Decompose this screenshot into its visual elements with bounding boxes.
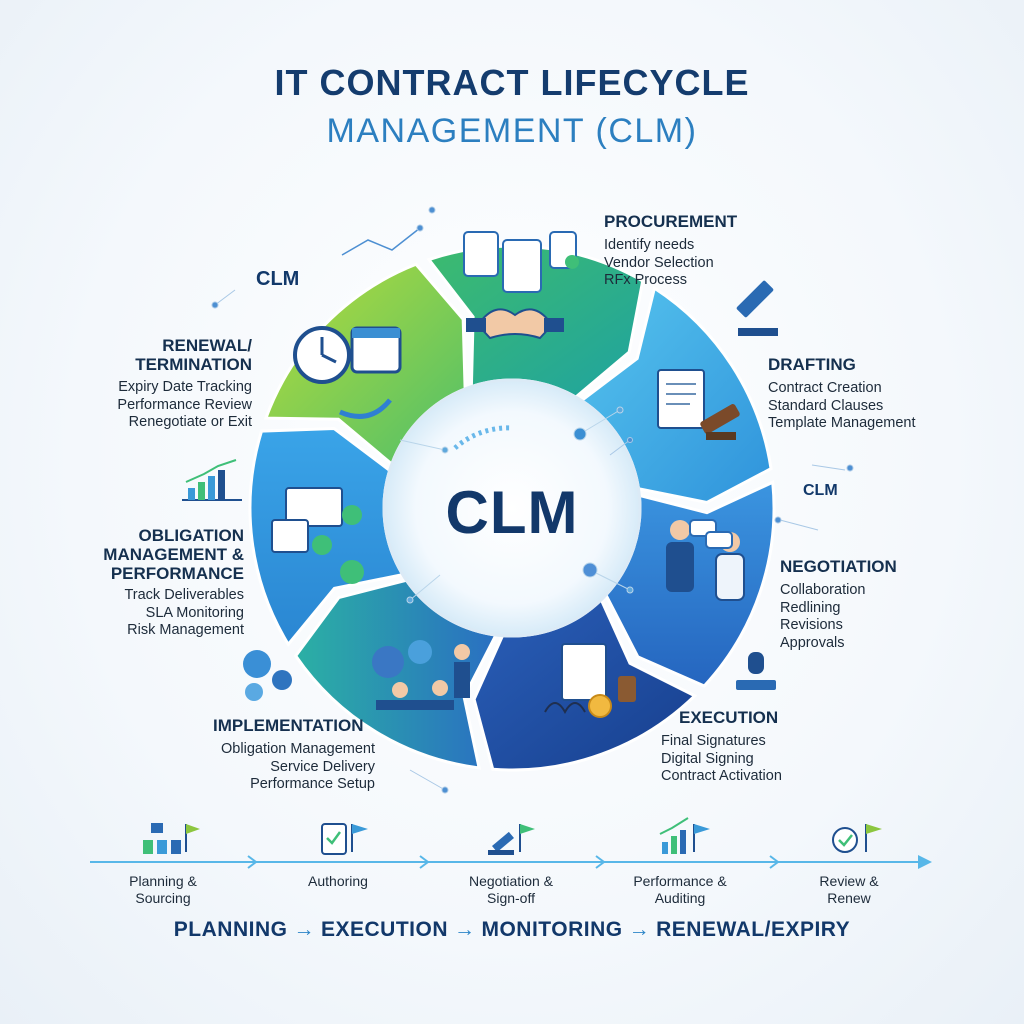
- title-line-2: MANAGEMENT (CLM): [326, 112, 698, 150]
- stage-title: OBLIGATION MANAGEMENT & PERFORMANCE: [80, 526, 244, 583]
- stage-implementation: IMPLEMENTATION Obligation Management Ser…: [175, 716, 375, 794]
- stage-item: Risk Management: [127, 622, 244, 638]
- stage-item: Digital Signing: [661, 750, 754, 767]
- timeline-step-authoring: Authoring: [278, 873, 398, 890]
- stage-item: Performance Setup: [250, 776, 375, 792]
- stamp-icon: [736, 652, 776, 690]
- stage-item: Template Management: [768, 415, 916, 431]
- stage-item: Service Delivery: [270, 758, 375, 775]
- timeline-label-line: Renew: [827, 890, 871, 906]
- performance-charts-icon: [271, 487, 364, 584]
- bar-chart-icon: [182, 459, 242, 501]
- phase-planning: PLANNING: [173, 918, 288, 941]
- stage-item: Revisions: [780, 617, 843, 633]
- stopwatch-calendar-icon: [293, 326, 402, 419]
- stage-item: Expiry Date Tracking: [118, 379, 252, 395]
- phase-renewal-expiry: RENEWAL/EXPIRY: [656, 918, 851, 941]
- stage-item: Collaboration: [780, 582, 866, 598]
- phase-summary: PLANNING→EXECUTION→MONITORING→RENEWAL/EX…: [0, 918, 1024, 942]
- timeline-label-line: Review &: [819, 873, 879, 889]
- negotiation-people-icon: [666, 519, 745, 601]
- timeline-label-line: Auditing: [654, 890, 706, 906]
- stage-obligation-management: OBLIGATION MANAGEMENT & PERFORMANCE Trac…: [80, 526, 244, 640]
- stage-item: RFx Process: [604, 272, 687, 288]
- clipboard-flag-icon: [321, 823, 368, 855]
- stage-item: Track Deliverables: [124, 587, 244, 603]
- team-gears-icon: [372, 640, 470, 710]
- phase-execution: EXECUTION: [320, 918, 448, 941]
- stage-item: Approvals: [780, 634, 845, 651]
- stage-item: Vendor Selection: [604, 254, 714, 271]
- stage-title: IMPLEMENTATION: [213, 716, 364, 735]
- stage-item: Final Signatures: [661, 733, 766, 749]
- gavel-flag-icon: [488, 824, 535, 855]
- org-chart-flag-icon: [143, 823, 200, 854]
- timeline-step-performance: Performance & Auditing: [620, 873, 740, 907]
- stage-renewal-termination: RENEWAL/ TERMINATION Expiry Date Trackin…: [88, 336, 252, 432]
- phase-monitoring: MONITORING: [481, 918, 623, 941]
- stage-item: Identify needs: [604, 237, 695, 253]
- stage-title: RENEWAL/ TERMINATION: [88, 336, 252, 374]
- handshake-icon: [463, 231, 579, 340]
- timeline-label-line: Planning &: [129, 873, 197, 889]
- stage-item: Performance Review: [117, 396, 252, 413]
- stage-item: Obligation Management: [221, 741, 375, 757]
- stage-title-line: PERFORMANCE: [110, 564, 244, 583]
- stage-item: Redlining: [780, 599, 841, 616]
- timeline-step-negotiation: Negotiation & Sign-off: [451, 873, 571, 907]
- stage-procurement: PROCUREMENT Identify needs Vendor Select…: [604, 212, 737, 290]
- stage-item: Renegotiate or Exit: [128, 414, 252, 430]
- stage-item: SLA Monitoring: [145, 604, 244, 621]
- gavel-icon: [736, 280, 778, 336]
- stage-title: EXECUTION: [679, 708, 779, 727]
- stage-item: Contract Creation: [768, 380, 882, 396]
- contract-pen-gavel-icon: [657, 369, 740, 440]
- clm-badge-right: CLM: [803, 482, 838, 499]
- timeline-label-line: Performance &: [633, 873, 727, 889]
- signature-seal-icon: [544, 643, 636, 718]
- arrow-icon: →: [453, 918, 476, 941]
- timeline-label-line: Sourcing: [135, 890, 191, 906]
- clm-badge-top-left: CLM: [256, 268, 300, 290]
- center-clm-label: CLM: [445, 479, 579, 546]
- stage-item: Contract Activation: [661, 768, 782, 784]
- stage-title: NEGOTIATION: [780, 557, 897, 576]
- arrow-icon: →: [628, 918, 651, 941]
- stage-title-line: OBLIGATION: [138, 526, 244, 545]
- gears-icon: [243, 650, 292, 701]
- timeline-label-line: Negotiation &: [468, 873, 554, 889]
- title-line-1: IT CONTRACT LIFECYCLE: [274, 62, 750, 103]
- stage-title: DRAFTING: [768, 355, 856, 374]
- timeline-label-line: Sign-off: [487, 890, 535, 906]
- stage-title-line: MANAGEMENT &: [103, 545, 244, 564]
- stage-drafting: DRAFTING Contract Creation Standard Clau…: [768, 355, 916, 433]
- stage-title-line: RENEWAL/: [162, 336, 252, 355]
- arrow-icon: →: [293, 918, 315, 941]
- stage-item: Standard Clauses: [768, 397, 884, 414]
- stage-execution: EXECUTION Final Signatures Digital Signi…: [661, 708, 782, 786]
- timeline-step-planning: Planning & Sourcing: [103, 873, 223, 907]
- timeline-label-line: Authoring: [308, 873, 368, 889]
- stage-title-line: TERMINATION: [135, 355, 252, 374]
- chart-flag-icon: [659, 817, 710, 854]
- stage-title: PROCUREMENT: [604, 212, 738, 231]
- timeline-step-review: Review & Renew: [789, 873, 909, 907]
- stage-negotiation: NEGOTIATION Collaboration Redlining Revi…: [780, 557, 897, 652]
- check-flag-icon: [832, 824, 882, 853]
